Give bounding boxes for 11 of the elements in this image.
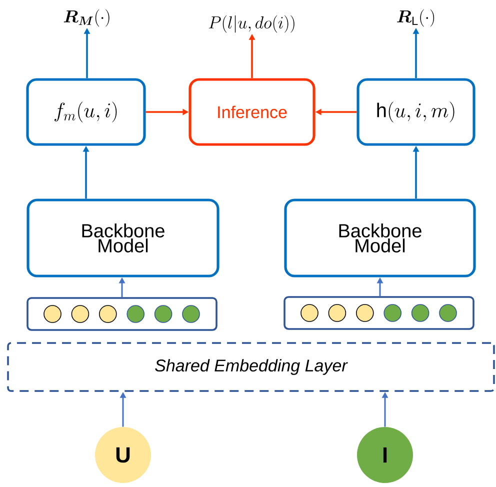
embedding-vector — [284, 296, 474, 330]
embedding-layer-box: Shared Embedding Layer — [7, 342, 495, 392]
formula-label: $\boldsymbol{R}_{\mathrm{L}}(\cdot)$ — [397, 9, 434, 27]
function-box: $\mathrm{h}(u,i,m)$ — [356, 78, 476, 146]
formula-label: $P(l|u,do(i))$ — [208, 15, 294, 33]
formula-label: $\boldsymbol{R}_{\boldsymbol{M}}(\cdot)$ — [64, 9, 110, 27]
backbone-model-box: Backbone Model — [284, 198, 476, 278]
backbone-model-box: Backbone Model — [26, 198, 220, 278]
embedding-vector — [26, 297, 218, 331]
inference-box: Inference — [188, 78, 316, 146]
function-box: $f_{m}(u,i)$ — [26, 78, 146, 146]
